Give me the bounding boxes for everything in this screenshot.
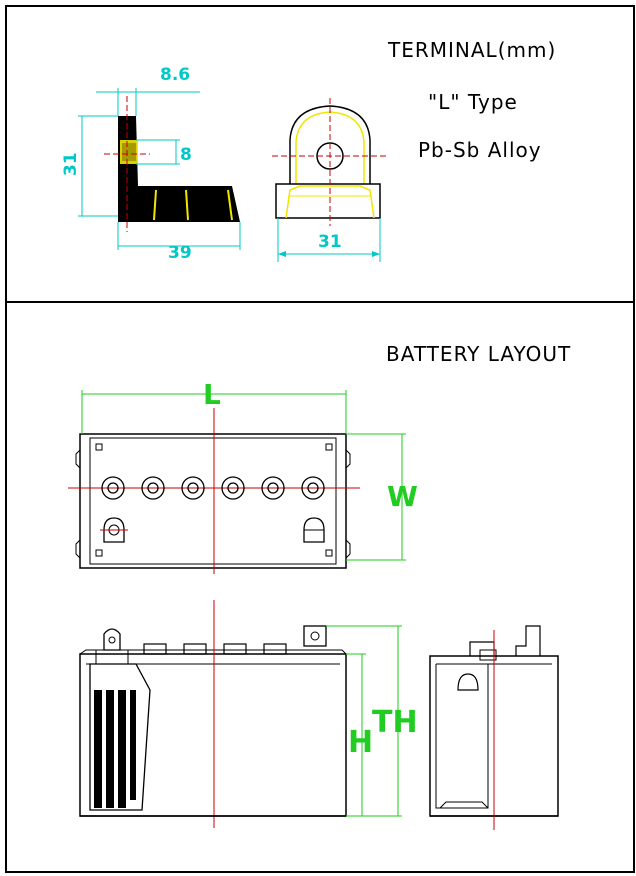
dim-inner: 8	[180, 145, 192, 165]
label-width: W	[387, 480, 418, 513]
dim-top-width: 8.6	[160, 65, 190, 85]
label-length: L	[203, 378, 221, 411]
terminal-type-label: "L" Type	[428, 90, 518, 114]
battery-top-view	[68, 390, 406, 574]
terminal-front-view	[272, 98, 388, 262]
dim-height: 31	[61, 152, 81, 176]
battery-front-view	[79, 600, 402, 828]
label-height: H	[348, 725, 373, 760]
dim-front-width: 31	[318, 232, 342, 252]
battery-layout-title: BATTERY LAYOUT	[386, 342, 572, 366]
battery-side-view	[429, 625, 559, 830]
label-total-height: TH	[372, 705, 418, 740]
outer-border	[5, 5, 635, 873]
terminal-side-view	[78, 88, 241, 250]
dim-base: 39	[168, 243, 192, 263]
terminal-alloy-label: Pb-Sb Alloy	[418, 138, 542, 162]
terminal-title: TERMINAL(mm)	[388, 38, 557, 62]
